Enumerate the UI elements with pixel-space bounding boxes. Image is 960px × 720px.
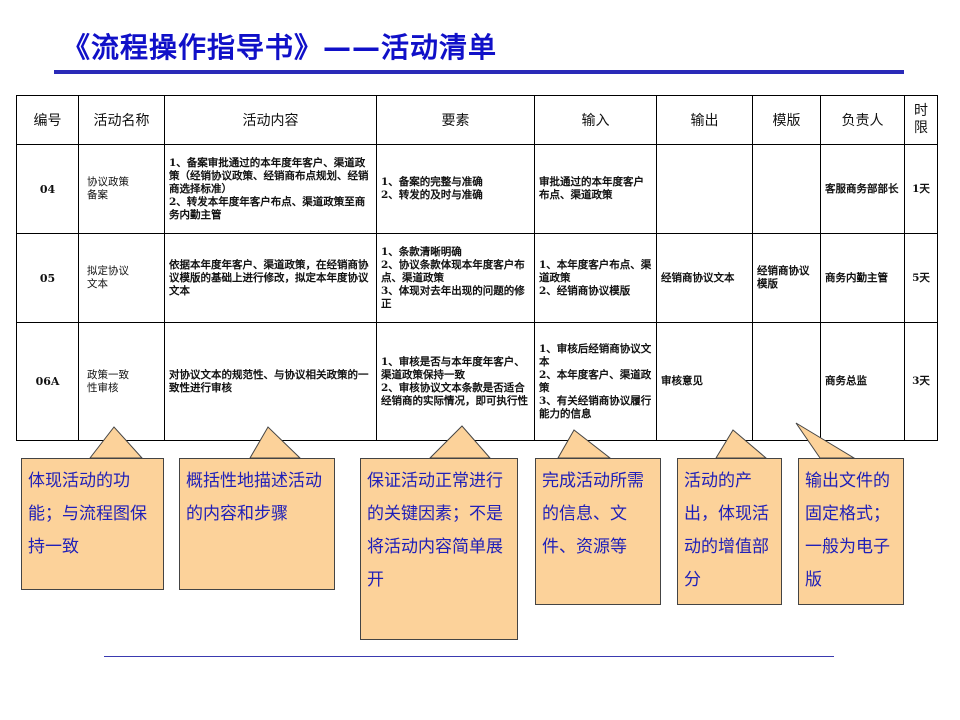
cell-template: 经销商协议模版 [752, 233, 821, 323]
cell-elements: 1、条款清晰明确 2、协议条款体现本年度客户布点、渠道政策 3、体现对去年出现的… [376, 233, 535, 323]
cell-time-limit: 3天 [904, 322, 938, 441]
pointer-input [557, 429, 612, 459]
cell-id: 05 [16, 233, 79, 323]
cell-input: 审批通过的本年度客户布点、渠道政策 [534, 144, 657, 234]
page-title: 《流程操作指导书》——活动清单 [62, 31, 498, 64]
cell-output: 审核意见 [656, 322, 753, 441]
header-owner: 负责人 [820, 95, 905, 145]
activity-table: 编号 活动名称 活动内容 要素 输入 输出 模版 负责人 时 限 04 协议政策… [16, 95, 938, 441]
header-time-limit: 时 限 [904, 95, 938, 145]
title-underline [54, 70, 904, 74]
header-output: 输出 [656, 95, 753, 145]
cell-template [752, 322, 821, 441]
callout-content: 概括性地描述活动的内容和步骤 [179, 458, 335, 590]
cell-id: 06A [16, 322, 79, 441]
pointer-function [88, 426, 144, 459]
callout-elements: 保证活动正常进行的关键因素；不是将活动内容简单展开 [360, 458, 518, 640]
cell-input: 1、本年度客户布点、渠道政策 2、经销商协议模版 [534, 233, 657, 323]
table-header-row: 编号 活动名称 活动内容 要素 输入 输出 模版 负责人 时 限 [16, 95, 938, 145]
table-row: 06A 政策一致 性审核 对协议文本的规范性、与协议相关政策的一致性进行审核 1… [16, 322, 938, 441]
cell-output: 经销商协议文本 [656, 233, 753, 323]
pointer-elements [428, 425, 492, 459]
pointer-output [715, 429, 768, 459]
cell-owner: 商务总监 [820, 322, 905, 441]
cell-elements: 1、备案的完整与准确 2、转发的及时与准确 [376, 144, 535, 234]
callout-function: 体现活动的功能；与流程图保持一致 [21, 458, 164, 590]
header-elements: 要素 [376, 95, 535, 145]
cell-template [752, 144, 821, 234]
table-row: 04 协议政策 备案 1、备案审批通过的本年度年客户、渠道政策（经销协议政策、经… [16, 144, 938, 234]
cell-owner: 客服商务部部长 [820, 144, 905, 234]
cell-activity-name: 拟定协议 文本 [78, 233, 165, 323]
pointer-template [795, 422, 856, 459]
cell-output [656, 144, 753, 234]
pointer-content [249, 426, 302, 459]
cell-input: 1、审核后经销商协议文本 2、本年度客户、渠道政策 3、有关经销商协议履行能力的… [534, 322, 657, 441]
cell-elements: 1、审核是否与本年度年客户、渠道政策保持一致 2、审核协议文本条款是否适合经销商… [376, 322, 535, 441]
callout-input: 完成活动所需的信息、文件、资源等 [535, 458, 661, 605]
callout-output: 活动的产出，体现活动的增值部分 [677, 458, 782, 605]
header-input: 输入 [534, 95, 657, 145]
table-row: 05 拟定协议 文本 依据本年度年客户、渠道政策，在经销商协议模版的基础上进行修… [16, 233, 938, 323]
cell-activity-content: 依据本年度年客户、渠道政策，在经销商协议模版的基础上进行修改，拟定本年度协议文本 [164, 233, 377, 323]
callout-template: 输出文件的固定格式；一般为电子版 [798, 458, 904, 605]
footer-rule [104, 656, 834, 657]
cell-time-limit: 1天 [904, 144, 938, 234]
header-id: 编号 [16, 95, 79, 145]
header-template: 模版 [752, 95, 821, 145]
cell-owner: 商务内勤主管 [820, 233, 905, 323]
cell-activity-name: 协议政策 备案 [78, 144, 165, 234]
cell-activity-content: 1、备案审批通过的本年度年客户、渠道政策（经销协议政策、经销商布点规划、经销商选… [164, 144, 377, 234]
